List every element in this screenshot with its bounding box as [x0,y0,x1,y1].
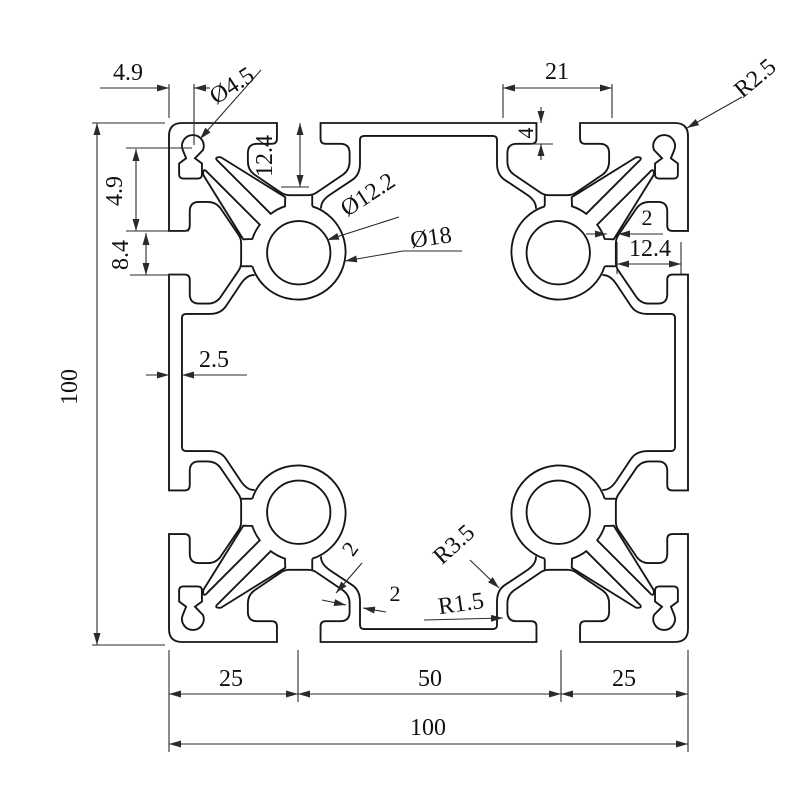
dim-bore-dia: Ø12.2 [336,168,400,222]
dim-overall-width: 100 [410,715,446,741]
extrusion-profile-outline [168,122,689,643]
extension-lines [92,84,689,752]
dim-lip-depth: 4 [513,128,538,139]
dim-web-thickness-a: 2 [336,537,363,560]
dim-corner-offset-side: 4.9 [102,176,128,206]
dim-slot-inner-width: 21 [545,59,569,85]
tube-outer-arc [251,205,347,301]
dim-corner-offset-top: 4.9 [113,60,143,86]
dim-slot-mouth: 8.4 [108,240,134,270]
web-void-upper [215,156,287,216]
profile-quadrant [168,122,429,383]
dim-fillet-small: R1.5 [436,588,485,620]
cavity-wall-side [181,274,255,383]
dim-spacing-left: 25 [219,666,243,692]
web-void-lower [202,169,262,241]
dimension-layer: 4.9 Ø4.5 12.4 4.9 8.4 21 4 R2.5 Ø12.2 Ø1… [57,54,781,752]
dim-slot-depth-right: 12.4 [629,236,671,262]
dim-slot-depth-topleft: 12.4 [252,135,278,177]
dim-wall-mid: 2.5 [199,347,229,373]
outer-contour [168,122,429,383]
dim-overall-height: 100 [57,369,83,405]
dim-corner-radius: R2.5 [730,54,782,103]
dim-spacing-mid: 50 [418,666,442,692]
cavity-wall-top [320,135,429,209]
dim-spacing-right: 25 [612,666,636,692]
dim-tube-dia: Ø18 [409,222,454,254]
tube-bore-circle [266,220,332,286]
dim-wall-right: 2 [642,205,653,230]
dim-web-thickness-b: 2 [390,581,401,606]
corner-keyhole [178,134,205,180]
